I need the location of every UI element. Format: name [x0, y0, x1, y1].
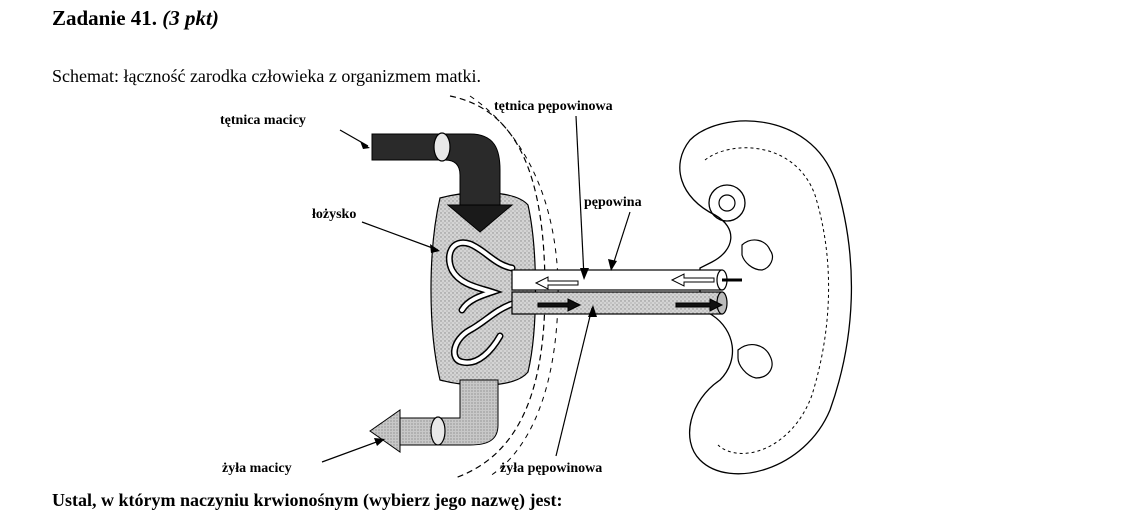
label-umbilical-cord: pępowina	[584, 195, 642, 210]
label-uterine-vein: żyła macicy	[222, 461, 292, 476]
uterine-vein-flow-arrow	[369, 409, 401, 453]
leader-uterine-vein	[321, 439, 383, 463]
task-title: Zadanie 41. (3 pkt)	[52, 6, 219, 31]
leader-umbilical-vein-head	[588, 305, 597, 317]
leader-umbilical-cord	[611, 211, 631, 269]
label-umbilical-artery: tętnica pępowinowa	[494, 99, 613, 114]
task-points: (3 pkt)	[162, 6, 219, 30]
umbilical-artery-flow-arrow-1	[534, 276, 579, 290]
leader-uterine-artery	[339, 129, 369, 147]
leader-placenta-head	[430, 244, 440, 253]
embryo-lower-limb	[737, 344, 773, 379]
uterine-vein-pipe	[399, 379, 499, 446]
leader-placenta	[361, 221, 439, 251]
embryo-upper-limb	[741, 239, 774, 271]
embryo-inner-outline	[704, 147, 830, 454]
uterine-artery-opening	[433, 132, 451, 162]
leader-umbilical-artery-head	[580, 268, 589, 280]
diagram-caption: Schemat: łączność zarodka człowieka z or…	[52, 66, 481, 86]
placenta-vessel-loop-lower-lumen	[452, 302, 514, 365]
leader-umbilical-vein	[555, 307, 593, 457]
task-number: Zadanie 41.	[52, 6, 158, 30]
leader-umbilical-artery	[575, 115, 585, 278]
leader-uterine-vein-head	[374, 438, 385, 446]
uterine-artery-flow-arrow	[446, 204, 514, 233]
embryo-outline	[679, 120, 853, 475]
placenta-vessel-loop-upper-lumen	[447, 240, 514, 312]
umbilical-vein-flow-arrow-1	[537, 298, 582, 312]
umbilical-artery-flow-arrow-2	[670, 273, 715, 287]
embryo-eye-inner	[718, 194, 736, 212]
umbilical-vein-flow-arrow-2	[675, 298, 724, 312]
leader-umbilical-cord-head	[608, 259, 617, 271]
label-umbilical-vein: żyła pępowinowa	[500, 461, 602, 476]
uterine-vein-opening	[430, 416, 446, 446]
label-placenta: łożysko	[312, 207, 356, 222]
leader-uterine-artery-head	[360, 141, 370, 149]
question-text: Ustal, w którym naczyniu krwionośnym (wy…	[52, 490, 563, 510]
embryo-eye-outer	[708, 184, 746, 222]
label-uterine-artery: tętnica macicy	[220, 113, 306, 128]
